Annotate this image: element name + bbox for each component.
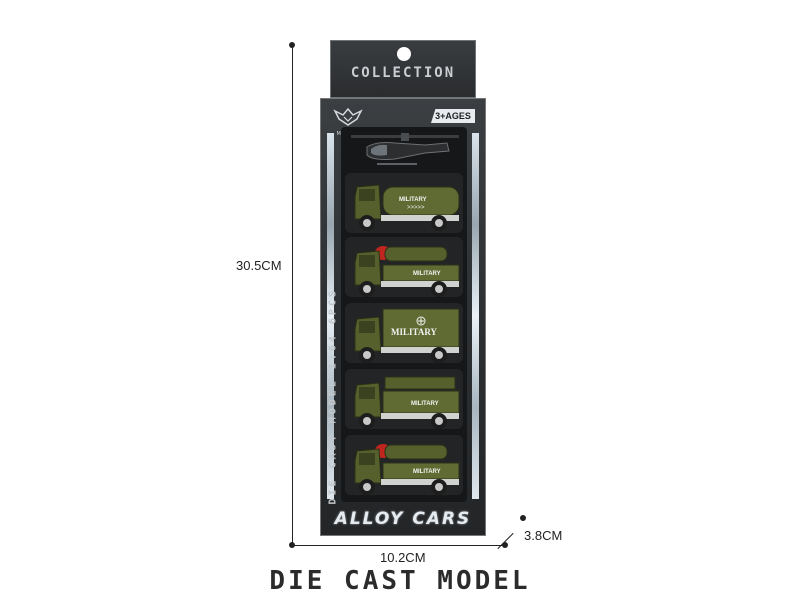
missile-truck-2-side-text: MILITARY <box>413 469 441 475</box>
brand-logo-icon <box>333 107 363 126</box>
launcher-truck-model: MILITARY <box>354 376 460 429</box>
missile-truck-model-2: MILITARY <box>354 444 460 495</box>
height-dimension-bottom-dot <box>289 542 295 548</box>
helicopter-model <box>351 133 459 165</box>
depth-dimension-top-dot <box>520 515 526 521</box>
missile-truck-model-1: MILITARY <box>354 246 460 297</box>
hang-hole <box>397 47 411 61</box>
package-card: MEGUSH 3+AGES DIE CAST MODEL 1:64 6PCS M… <box>320 98 486 536</box>
die-cast-model-title: DIE CAST MODEL <box>269 566 531 596</box>
holographic-strip-left <box>327 133 334 499</box>
age-label: 3+AGES <box>431 109 475 123</box>
height-dimension-top-dot <box>289 42 295 48</box>
cargo-truck-model: MILITARY <box>354 308 460 363</box>
height-dimension-line <box>292 45 293 545</box>
side-vertical-text: DIE CAST MODEL 1:64 6PCS <box>327 288 339 505</box>
holographic-strip-right <box>472 133 479 499</box>
alloy-cars-title: ALLOY CARS <box>334 509 472 529</box>
height-dimension-label: 30.5CM <box>236 258 282 273</box>
launcher-truck-side-text: MILITARY <box>411 401 439 407</box>
missile-truck-1-side-text: MILITARY <box>413 271 441 277</box>
tanker-truck-model: MILITARY >>>>> <box>354 184 460 231</box>
width-dimension-line <box>293 545 506 546</box>
toy-package: COLLECTION MEGUSH 3+AGES DIE CAST MODEL … <box>320 40 486 536</box>
cargo-truck-side-text: MILITARY <box>391 327 438 337</box>
collection-header: COLLECTION <box>350 65 456 81</box>
tanker-side-text: MILITARY <box>399 197 427 203</box>
blister-window: MILITARY >>>>> MILITARY <box>341 127 467 502</box>
width-dimension-label: 10.2CM <box>380 550 426 565</box>
package-hanger: COLLECTION <box>330 40 476 98</box>
depth-dimension-label: 3.8CM <box>524 528 563 543</box>
svg-text:>>>>>: >>>>> <box>407 205 425 211</box>
width-dimension-right-dot <box>502 542 508 548</box>
